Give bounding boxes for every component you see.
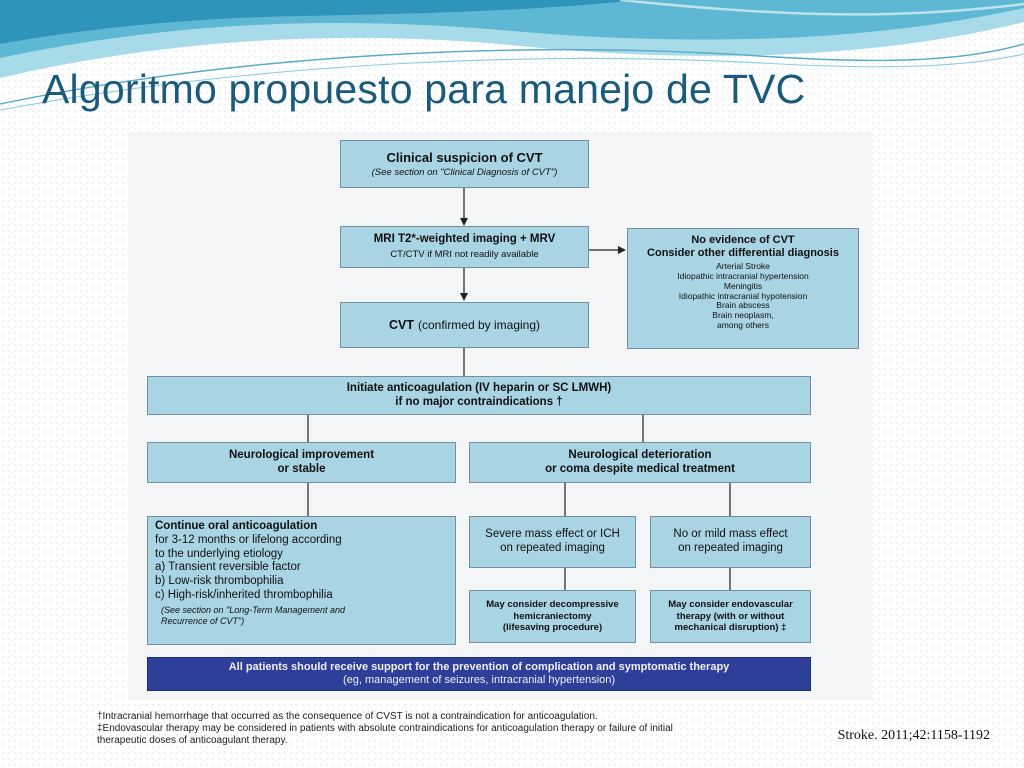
differential-item: Brain abscess <box>716 300 770 311</box>
endovascular-line1: May consider endovascular <box>668 599 793 611</box>
continue-note-line2: Recurrence of CVT") <box>161 615 245 626</box>
cvt-confirmed-box: CVT (confirmed by imaging) <box>340 302 589 348</box>
mild-mass-effect-box: No or mild mass effect on repeated imagi… <box>650 516 811 568</box>
differential-diagnosis-box: No evidence of CVT Consider other differ… <box>627 228 859 349</box>
severe-line2: on repeated imaging <box>500 542 605 554</box>
clinical-suspicion-title: Clinical suspicion of CVT <box>386 149 543 165</box>
supportive-care-box: All patients should receive support for … <box>147 657 811 691</box>
citation: Stroke. 2011;42:1158-1192 <box>837 728 990 743</box>
endovascular-line3: mechanical disruption) ‡ <box>674 622 787 634</box>
imaging-title: MRI T2*-weighted imaging + MRV <box>373 233 556 246</box>
footnote-dagger: †Intracranial hemorrhage that occurred a… <box>97 711 598 722</box>
deterioration-line2: or coma despite medical treatment <box>545 462 735 475</box>
footnote-double-dagger: ‡Endovascular therapy may be considered … <box>97 722 673 734</box>
differential-item: Arterial Stroke <box>716 261 770 272</box>
wave-decoration <box>0 0 1024 111</box>
differential-item: Brain neoplasm, <box>712 310 774 321</box>
clinical-suspicion-note: (See section on "Clinical Diagnosis of C… <box>371 167 558 179</box>
continue-line: c) High-risk/inherited thrombophilia <box>155 588 333 601</box>
improvement-line2: or stable <box>277 462 326 475</box>
differential-title-line2: Consider other differential diagnosis <box>647 247 839 260</box>
footnote-double-dagger-cont: therapeutic doses of anticoagulant thera… <box>97 734 288 746</box>
deterioration-line1: Neurological deterioration <box>568 448 712 461</box>
differential-item: among others <box>717 319 769 330</box>
endovascular-box: May consider endovascular therapy (with … <box>650 590 811 643</box>
hemicraniectomy-box: May consider decompressive hemicraniecto… <box>469 590 636 643</box>
slide-title: Algoritmo propuesto para manejo de TVC <box>42 66 806 112</box>
continue-line: for 3-12 months or lifelong according <box>155 533 342 546</box>
continue-line: b) Low-risk thrombophilia <box>155 575 284 588</box>
cvt-confirmed-title: CVT <box>388 317 414 332</box>
hemicraniectomy-line2: hemicraniectomy <box>513 610 592 622</box>
anticoagulation-box: Initiate anticoagulation (IV heparin or … <box>147 376 811 415</box>
differential-item: Idiopathic intracranial hypertension <box>677 271 809 282</box>
mild-line2: on repeated imaging <box>678 542 783 554</box>
mild-line1: No or mild mass effect <box>673 528 788 541</box>
differential-item: Idiopathic intracranial hypotension <box>678 290 808 301</box>
differential-title-line1: No evidence of CVT <box>691 234 795 246</box>
footnotes: †Intracranial hemorrhage that occurred a… <box>97 711 797 746</box>
imaging-note: CT/CTV if MRI not readily available <box>390 249 539 261</box>
endovascular-line2: therapy (with or without <box>676 610 785 622</box>
severe-mass-effect-box: Severe mass effect or ICH on repeated im… <box>469 516 636 568</box>
clinical-suspicion-box: Clinical suspicion of CVT (See section o… <box>340 140 589 188</box>
continue-line: a) Transient reversible factor <box>155 561 301 574</box>
support-line1: All patients should receive support for … <box>228 660 730 673</box>
continue-note-line1: (See section on "Long-Term Management an… <box>161 604 345 615</box>
deterioration-box: Neurological deterioration or coma despi… <box>469 442 811 483</box>
differential-item: Meningitis <box>723 280 763 291</box>
hemicraniectomy-line3: (lifesaving procedure) <box>502 622 603 634</box>
anticoagulation-line2: if no major contraindications † <box>395 395 563 408</box>
severe-line1: Severe mass effect or ICH <box>485 528 620 541</box>
anticoagulation-line1: Initiate anticoagulation (IV heparin or … <box>346 381 612 394</box>
imaging-box: MRI T2*-weighted imaging + MRV CT/CTV if… <box>340 226 589 268</box>
hemicraniectomy-line1: May consider decompressive <box>486 599 619 611</box>
continue-anticoagulation-box: Continue oral anticoagulation for 3-12 m… <box>147 516 456 645</box>
continue-title: Continue oral anticoagulation <box>155 520 318 532</box>
improvement-box: Neurological improvement or stable <box>147 442 456 483</box>
improvement-line1: Neurological improvement <box>228 448 375 461</box>
cvt-confirmed-note: (confirmed by imaging) <box>417 317 541 332</box>
continue-line: to the underlying etiology <box>155 547 283 560</box>
support-line2: (eg, management of seizures, intracrania… <box>342 674 616 686</box>
